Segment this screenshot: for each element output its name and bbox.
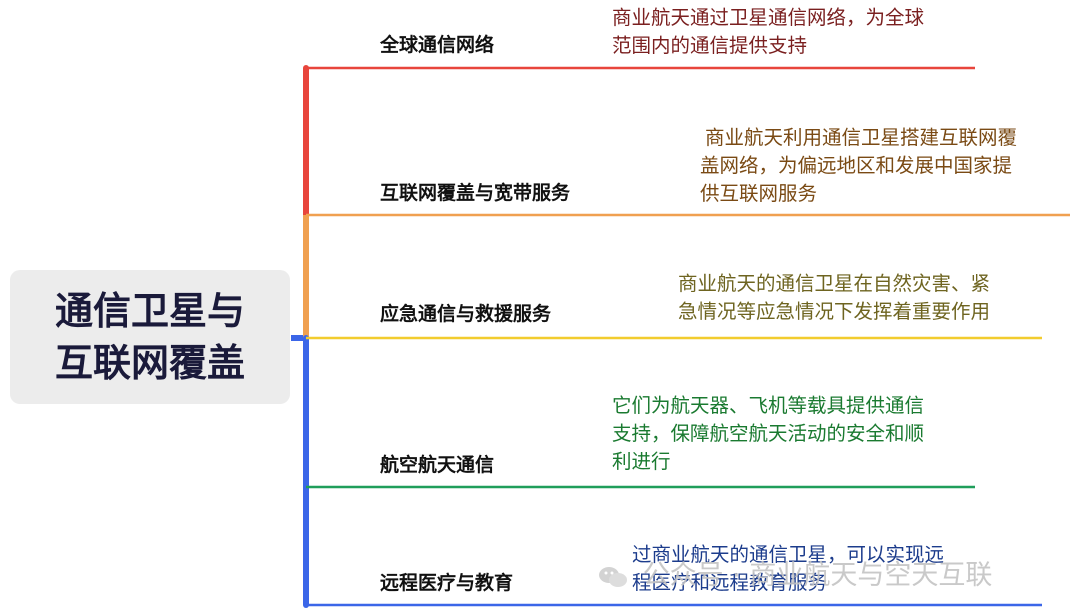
branch-label-5: 远程医疗与教育 [380, 572, 514, 594]
branch-desc-1: 商业航天通过卫星通信网络，为全球 范围内的通信提供支持 [612, 4, 924, 60]
branch-desc-2-line-2: 盖网络，为偏远地区和发展中国家提 [700, 154, 1013, 177]
watermark: 公众号 · 商业航天与空天互联 [598, 553, 992, 592]
wechat-icon [598, 565, 628, 589]
branch-desc-3: 商业航天的通信卫星在自然灾害、紧 急情况等应急情况下发挥着重要作用 [678, 270, 990, 326]
branch-label-4: 航空航天通信 [380, 454, 495, 476]
branch-desc-1-line-1: 商业航天通过卫星通信网络，为全球 [612, 6, 925, 29]
root-node: 通信卫星与 互联网覆盖 [10, 270, 290, 404]
branch-label-2: 互联网覆盖与宽带服务 [380, 182, 571, 204]
branch-desc-2-line-1: 商业航天利用通信卫星搭建互联网覆 [705, 126, 1018, 149]
root-title-line1: 通信卫星与 [54, 289, 245, 333]
branch-desc-4-line-2: 支持，保障航空航天活动的安全和顺 [612, 422, 925, 445]
branch-desc-5-line-1: 过商业航天的通信卫星，可以实现远 [632, 543, 945, 566]
branch-desc-3-line-2: 急情况等应急情况下发挥着重要作用 [678, 300, 991, 323]
root-title-line2: 互联网覆盖 [54, 341, 245, 385]
watermark-text: 公众号 · 商业航天与空天互联 [642, 560, 993, 591]
branch-label-3: 应急通信与救援服务 [380, 303, 552, 325]
branch-desc-1-line-2: 范围内的通信提供支持 [612, 34, 808, 57]
branch-desc-5-line-2: 程医疗和远程教育服务 [632, 571, 828, 594]
branch-desc-4-line-3: 利进行 [612, 450, 671, 473]
branch-desc-2-line-3: 供互联网服务 [700, 182, 818, 205]
branch-desc-5: 过商业航天的通信卫星，可以实现远 程医疗和远程教育服务 [632, 541, 944, 597]
branch-desc-4-line-1: 它们为航天器、飞机等载具提供通信 [612, 394, 925, 417]
branch-desc-3-line-1: 商业航天的通信卫星在自然灾害、紧 [678, 272, 991, 295]
branch-desc-2: 商业航天利用通信卫星搭建互联网覆 盖网络，为偏远地区和发展中国家提 供互联网服务 [700, 124, 1017, 208]
root-title: 通信卫星与 互联网覆盖 [50, 285, 250, 389]
branch-label-1: 全球通信网络 [380, 34, 495, 56]
branch-desc-4: 它们为航天器、飞机等载具提供通信 支持，保障航空航天活动的安全和顺 利进行 [612, 392, 924, 476]
